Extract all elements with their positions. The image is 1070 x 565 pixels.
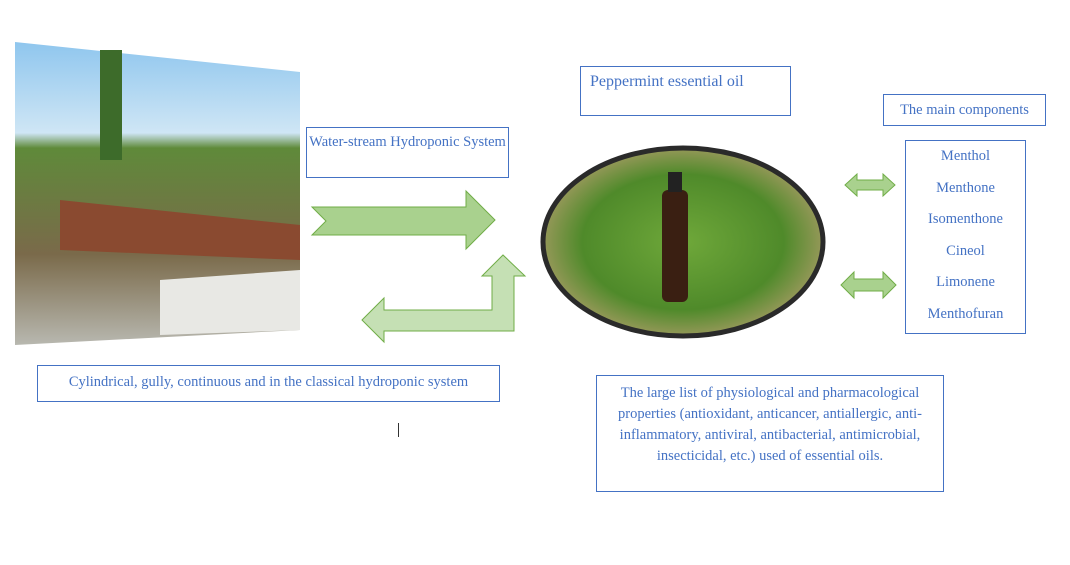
- photo-label-box: Water-stream Hydroponic System: [306, 127, 509, 178]
- components-list: Menthol Menthone Isomenthone Cineol Limo…: [905, 140, 1026, 334]
- double-arrow-2: [840, 270, 897, 300]
- component-item: Cineol: [946, 242, 985, 259]
- component-item: Menthone: [936, 179, 995, 196]
- peppermint-oil-photo: [540, 145, 826, 339]
- tree-shape: [100, 50, 122, 160]
- right-arrow: [310, 189, 496, 251]
- oil-title-box: Peppermint essential oil: [580, 66, 791, 116]
- bottle-shape: [662, 190, 688, 302]
- components-title-box: The main components: [883, 94, 1046, 126]
- double-arrow-1: [844, 172, 896, 198]
- properties-box: The large list of physiological and phar…: [596, 375, 944, 492]
- component-item: Menthofuran: [927, 305, 1004, 322]
- bent-arrow: [361, 254, 527, 344]
- hydroponic-photo: [15, 42, 300, 345]
- component-item: Limonene: [936, 274, 995, 290]
- component-item: Menthol: [940, 148, 991, 164]
- hydroponic-caption-box: Cylindrical, gully, continuous and in th…: [37, 365, 500, 402]
- component-item: Isomenthone: [928, 211, 1003, 227]
- text-cursor: [398, 423, 399, 437]
